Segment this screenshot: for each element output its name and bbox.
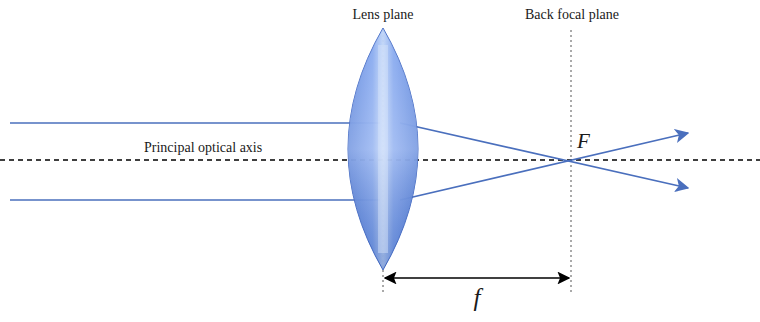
incident-ray xyxy=(10,122,380,124)
focal-point-label: F xyxy=(577,131,590,152)
convex-lens xyxy=(348,28,418,270)
incident-ray xyxy=(10,199,380,201)
refracted-ray xyxy=(400,123,688,188)
plane-label: Lens plane xyxy=(352,8,413,22)
refracted-ray xyxy=(400,133,688,200)
focal-length-dimension xyxy=(385,277,569,279)
focal-length-label: f xyxy=(474,285,481,310)
lens-highlight xyxy=(378,45,388,253)
axis-label: Principal optical axis xyxy=(142,141,264,155)
lens-shading xyxy=(348,28,418,270)
plane-label: Back focal plane xyxy=(525,8,619,22)
